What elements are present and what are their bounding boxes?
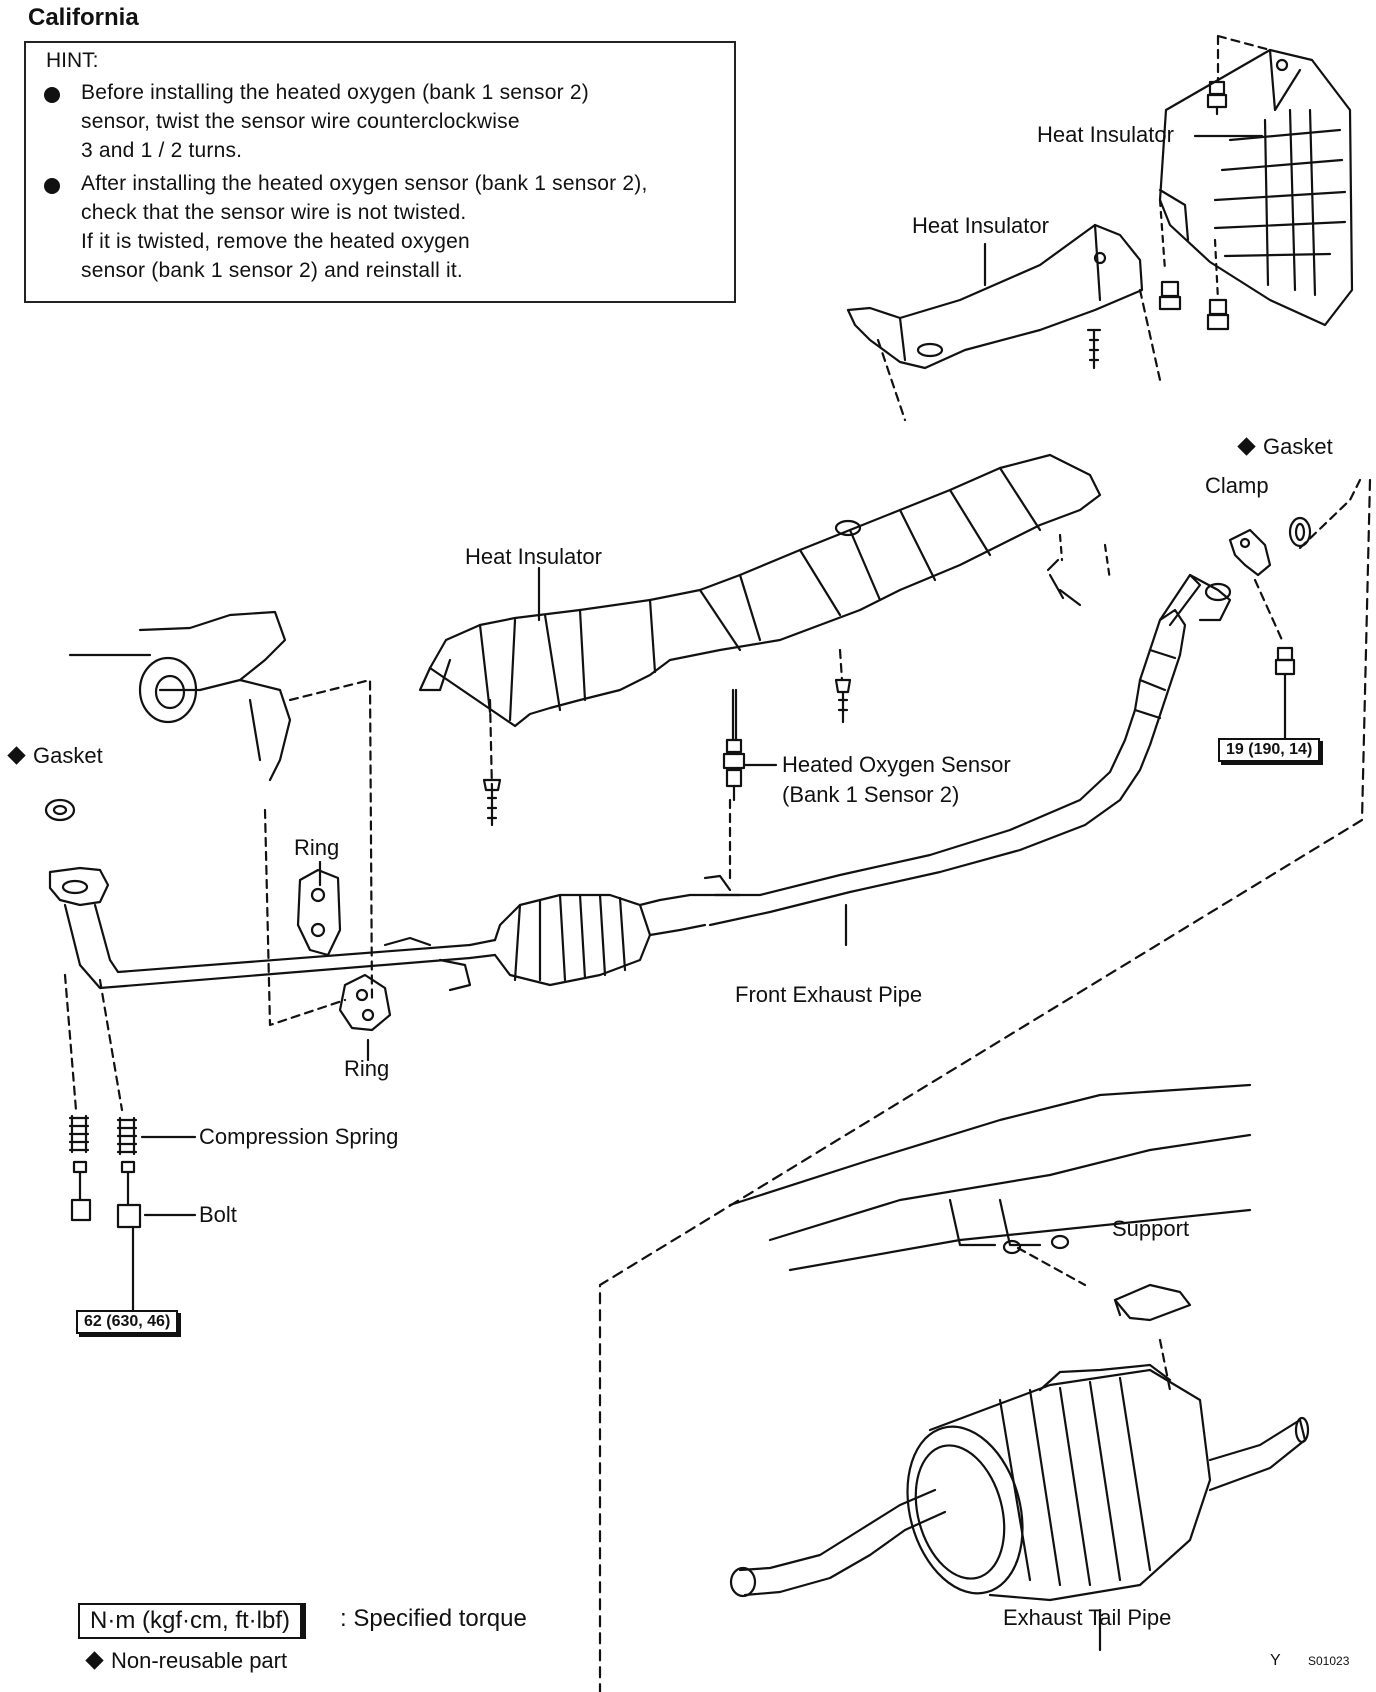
bullet-icon — [44, 178, 60, 194]
gasket-left-part — [44, 798, 76, 822]
hint-line: After installing the heated oxygen senso… — [81, 172, 648, 195]
clamp-bolt-part — [1274, 646, 1296, 676]
bolt-left-2 — [116, 1160, 142, 1229]
diamond-icon — [85, 1650, 104, 1670]
body-floor-part — [728, 1083, 1252, 1272]
bolt-top-3 — [1206, 298, 1230, 331]
engine-mount-part — [68, 610, 292, 782]
diamond-icon — [7, 745, 26, 765]
legend-non-reusable: Non-reusable part — [85, 1648, 287, 1674]
heat-insulator-middle-part — [846, 223, 1144, 370]
hint-line: sensor (bank 1 sensor 2) and reinstall i… — [81, 259, 463, 282]
compression-spring-right — [116, 1116, 138, 1156]
label-bolt: Bolt — [199, 1202, 237, 1227]
ring-bottom-part — [338, 973, 392, 1032]
bolt-main-left — [482, 778, 502, 827]
heat-insulator-main-part — [418, 453, 1102, 728]
figure-code: S01023 — [1308, 1654, 1350, 1668]
label-support: Support — [1112, 1216, 1190, 1241]
bolt-middle — [1086, 328, 1102, 370]
hint-line: Before installing the heated oxygen (ban… — [81, 81, 589, 104]
footer-mark: Y — [1270, 1652, 1281, 1669]
bolt-left-1 — [70, 1160, 92, 1222]
label-heated-oxygen-sensor-bank: (Bank 1 Sensor 2) — [782, 782, 960, 807]
exhaust-tail-pipe-part — [729, 1363, 1310, 1602]
label-heat-insulator-middle: Heat Insulator — [912, 213, 1049, 238]
compression-spring-left — [68, 1114, 90, 1154]
support-part — [1113, 1283, 1192, 1322]
label-heat-insulator-top: Heat Insulator — [1037, 122, 1174, 147]
hint-line: check that the sensor wire is not twiste… — [81, 201, 467, 224]
bolt-top-2 — [1158, 280, 1182, 311]
label-ring-bottom: Ring — [344, 1056, 390, 1081]
hint-line: 3 and 1 / 2 turns. — [81, 139, 243, 162]
label-gasket-right: Gasket — [1237, 434, 1333, 460]
legend-unit-box: N·m (kgf·cm, ft·lbf) — [78, 1603, 302, 1639]
hint-box: HINT: Before installing the heated oxyge… — [24, 41, 736, 303]
bolt-main-right — [1046, 558, 1082, 607]
label-gasket-left: Gasket — [7, 743, 103, 769]
label-ring-top: Ring — [294, 835, 340, 860]
label-compression-spring: Compression Spring — [199, 1124, 399, 1149]
bolt-main-mid — [834, 678, 852, 724]
hint-heading: HINT: — [46, 49, 99, 72]
heat-insulator-top-right-part — [1158, 48, 1354, 327]
gasket-right-part — [1288, 516, 1312, 548]
page-title: California — [28, 4, 139, 31]
label-exhaust-tail-pipe: Exhaust Tail Pipe — [1003, 1605, 1172, 1630]
diamond-icon — [1237, 436, 1256, 456]
hint-line: If it is twisted, remove the heated oxyg… — [81, 230, 470, 253]
torque-value-right: 19 (190, 14) — [1218, 738, 1321, 762]
label-heated-oxygen-sensor: Heated Oxygen Sensor — [782, 752, 1011, 777]
label-front-exhaust-pipe: Front Exhaust Pipe — [735, 982, 923, 1007]
bolt-top-1 — [1206, 80, 1228, 116]
bullet-icon — [44, 87, 60, 103]
torque-value-left: 62 (630, 46) — [76, 1310, 179, 1334]
front-exhaust-pipe-part — [48, 573, 1232, 990]
label-clamp: Clamp — [1205, 473, 1269, 498]
hint-line: sensor, twist the sensor wire counterclo… — [81, 110, 520, 133]
ring-top-part — [296, 868, 342, 957]
heated-oxygen-sensor-part — [722, 688, 746, 802]
clamp-part — [1228, 528, 1272, 577]
label-heat-insulator-main: Heat Insulator — [465, 544, 602, 569]
legend-specified-torque: : Specified torque — [340, 1605, 527, 1632]
